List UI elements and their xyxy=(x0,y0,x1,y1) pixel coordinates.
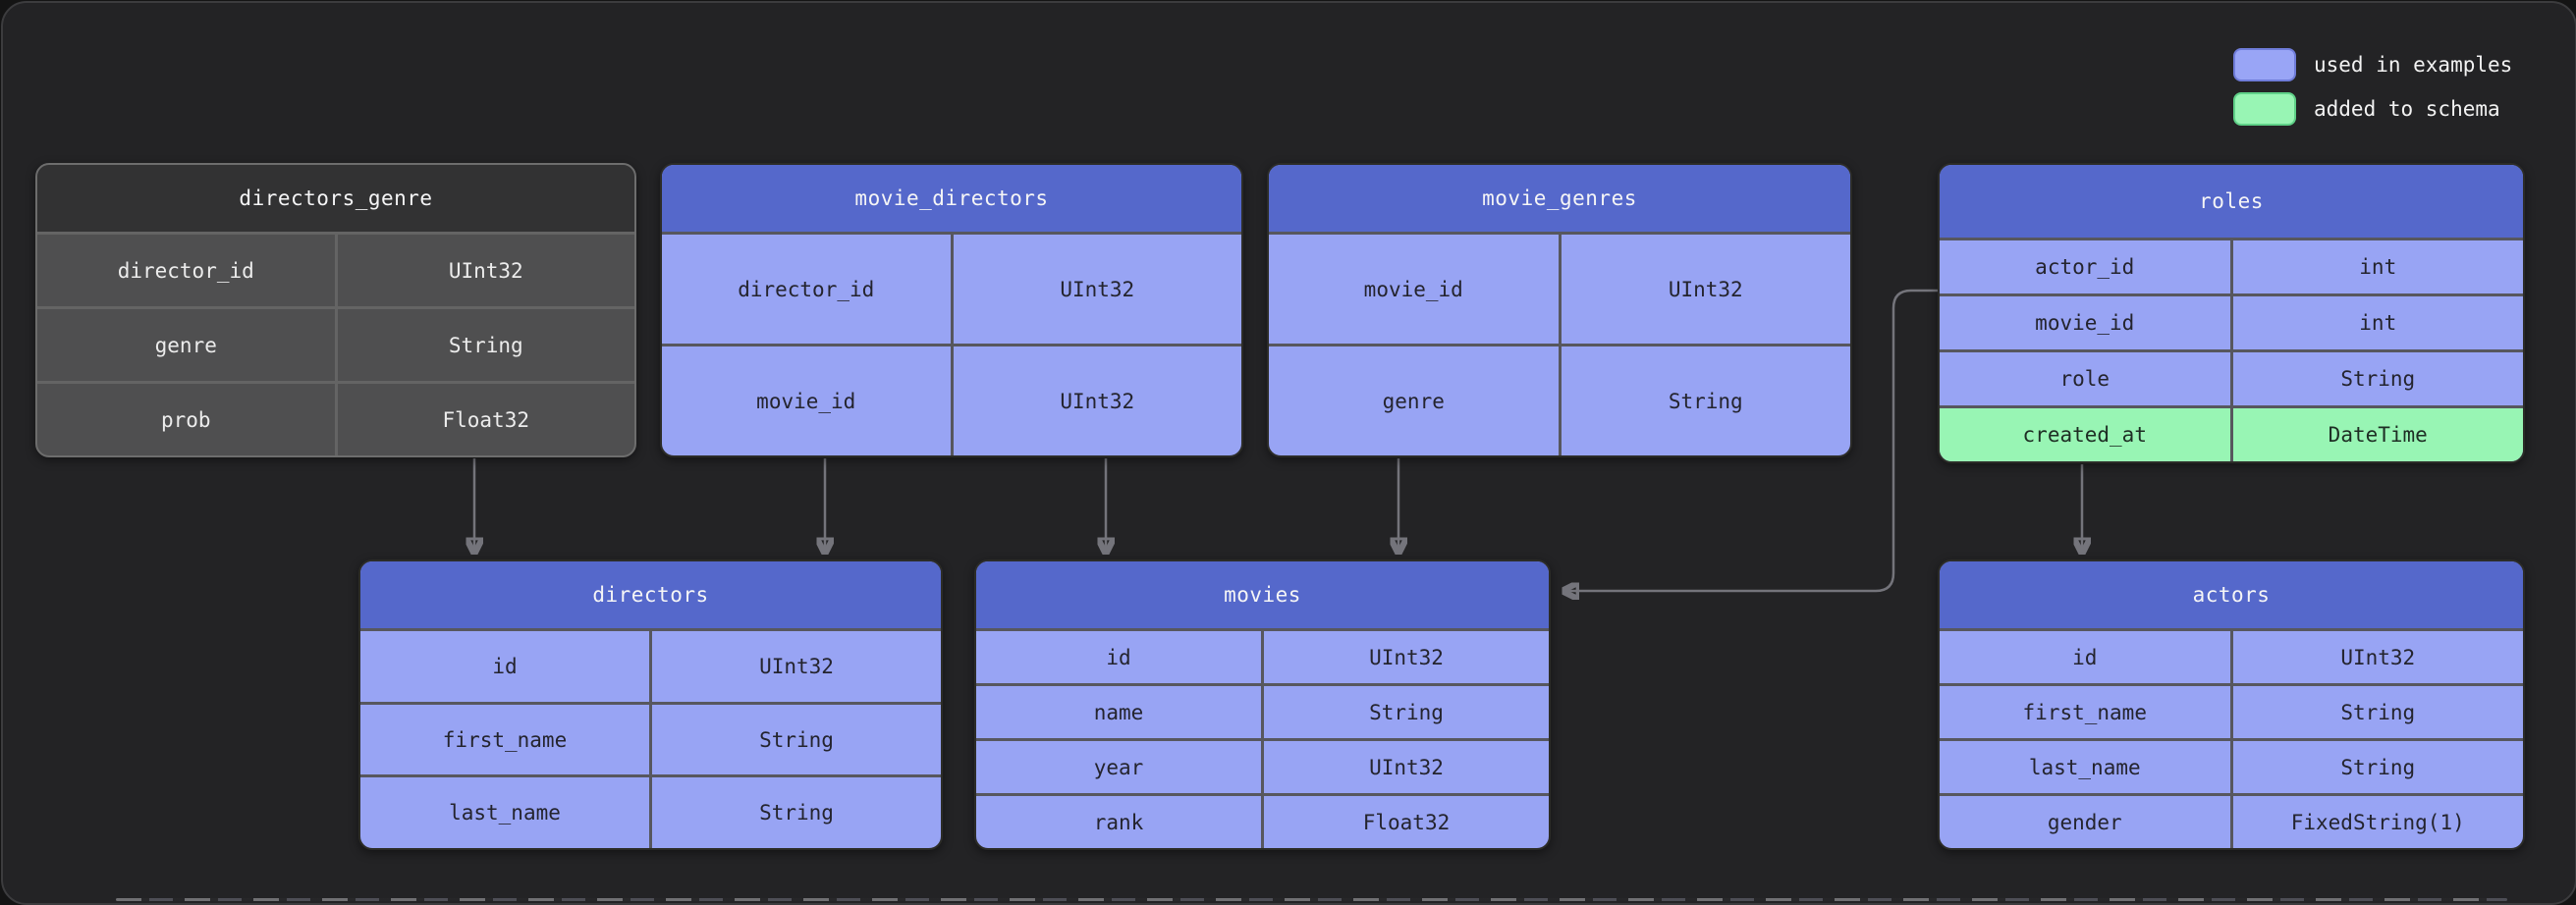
type-cell: String xyxy=(2229,741,2524,793)
type-cell: UInt32 xyxy=(950,235,1242,344)
type-cell: int xyxy=(2229,296,2524,349)
table-row: genre String xyxy=(1269,344,1850,455)
table-row: id UInt32 xyxy=(1940,631,2523,683)
table-row: name String xyxy=(976,683,1549,738)
field-cell: director_id xyxy=(738,277,875,301)
legend-label-used-in-examples: used in examples xyxy=(2314,53,2513,77)
legend-swatch-used-in-examples xyxy=(2233,48,2296,81)
type-cell: int xyxy=(2229,240,2524,293)
legend-label-added-to-schema: added to schema xyxy=(2314,97,2500,121)
table-row: director_id UInt32 xyxy=(662,235,1241,344)
table-row-added-to-schema: created_at DateTime xyxy=(1940,405,2523,461)
type-cell: String xyxy=(334,309,635,381)
table-body: id UInt32 first_name String last_name St… xyxy=(360,628,941,848)
table-row: movie_id int xyxy=(1940,293,2523,349)
table-row: last_name String xyxy=(1940,738,2523,793)
field-cell: last_name xyxy=(2028,755,2141,779)
legend-swatch-added-to-schema xyxy=(2233,92,2296,126)
table-title: actors xyxy=(1940,561,2523,628)
table-row: gender FixedString(1) xyxy=(1940,793,2523,848)
table-body: id UInt32 first_name String last_name St… xyxy=(1940,628,2523,848)
table-row: id UInt32 xyxy=(976,631,1549,683)
field-cell: role xyxy=(2059,367,2110,391)
type-cell: UInt32 xyxy=(649,631,941,702)
table-directors_genre: directors_genre director_id UInt32 genre… xyxy=(35,163,636,457)
type-cell: String xyxy=(2229,352,2524,405)
table-row: movie_id UInt32 xyxy=(662,344,1241,455)
field-cell: created_at xyxy=(2022,423,2147,447)
screenshot-edge-artifact xyxy=(116,898,2507,901)
table-roles: roles actor_id int movie_id int role Str… xyxy=(1938,163,2525,463)
table-title: directors xyxy=(360,561,941,628)
table-actors: actors id UInt32 first_name String last_… xyxy=(1938,559,2525,850)
field-cell: movie_id xyxy=(1363,277,1463,301)
type-cell: String xyxy=(1558,346,1851,455)
type-cell: String xyxy=(649,777,941,848)
table-row: id UInt32 xyxy=(360,631,941,702)
type-cell: UInt32 xyxy=(334,235,635,306)
table-row: role String xyxy=(1940,349,2523,405)
table-row: last_name String xyxy=(360,774,941,848)
table-title: roles xyxy=(1940,165,2523,238)
type-cell: FixedString(1) xyxy=(2229,796,2524,848)
type-cell: String xyxy=(2229,686,2524,738)
field-cell: movie_id xyxy=(756,389,856,413)
field-cell: first_name xyxy=(2022,700,2147,724)
field-cell: genre xyxy=(1382,389,1445,413)
type-cell: UInt32 xyxy=(1558,235,1851,344)
type-cell: UInt32 xyxy=(950,346,1242,455)
field-cell: movie_id xyxy=(2035,311,2135,335)
field-cell: prob xyxy=(160,407,211,432)
table-title: directors_genre xyxy=(37,165,634,232)
table-row: movie_id UInt32 xyxy=(1269,235,1850,344)
field-cell: name xyxy=(1093,700,1144,724)
table-row: actor_id int xyxy=(1940,240,2523,293)
type-cell: String xyxy=(1261,686,1549,738)
field-cell: rank xyxy=(1093,810,1144,834)
field-cell: id xyxy=(1106,645,1131,669)
table-title: movie_directors xyxy=(662,165,1241,232)
table-row: year UInt32 xyxy=(976,738,1549,793)
table-row: rank Float32 xyxy=(976,793,1549,848)
table-movies: movies id UInt32 name String year UInt32… xyxy=(974,559,1551,850)
type-cell: String xyxy=(649,704,941,775)
table-movie_directors: movie_directors director_id UInt32 movie… xyxy=(660,163,1243,457)
type-cell: UInt32 xyxy=(1261,741,1549,793)
table-row: first_name String xyxy=(360,701,941,775)
field-cell: director_id xyxy=(117,258,254,283)
table-title: movies xyxy=(976,561,1549,628)
field-cell: first_name xyxy=(442,727,568,752)
type-cell: DateTime xyxy=(2229,408,2524,461)
field-cell: actor_id xyxy=(2035,255,2135,279)
type-cell: UInt32 xyxy=(2229,631,2524,683)
table-row: director_id UInt32 xyxy=(37,235,634,306)
table-directors: directors id UInt32 first_name String la… xyxy=(358,559,943,850)
type-cell: Float32 xyxy=(334,384,635,455)
table-row: genre String xyxy=(37,306,634,381)
table-body: movie_id UInt32 genre String xyxy=(1269,232,1850,455)
field-cell: last_name xyxy=(449,801,561,825)
table-body: director_id UInt32 movie_id UInt32 xyxy=(662,232,1241,455)
field-cell: genre xyxy=(154,333,217,357)
type-cell: Float32 xyxy=(1261,796,1549,848)
table-body: actor_id int movie_id int role String cr… xyxy=(1940,238,2523,461)
table-body: id UInt32 name String year UInt32 rank F… xyxy=(976,628,1549,848)
table-title: movie_genres xyxy=(1269,165,1850,232)
field-cell: id xyxy=(2072,645,2098,669)
field-cell: year xyxy=(1093,755,1144,779)
type-cell: UInt32 xyxy=(1261,631,1549,683)
table-body: director_id UInt32 genre String prob Flo… xyxy=(37,232,634,455)
table-movie_genres: movie_genres movie_id UInt32 genre Strin… xyxy=(1267,163,1852,457)
table-row: first_name String xyxy=(1940,683,2523,738)
field-cell: gender xyxy=(2047,810,2122,834)
field-cell: id xyxy=(492,654,518,678)
table-row: prob Float32 xyxy=(37,381,634,455)
